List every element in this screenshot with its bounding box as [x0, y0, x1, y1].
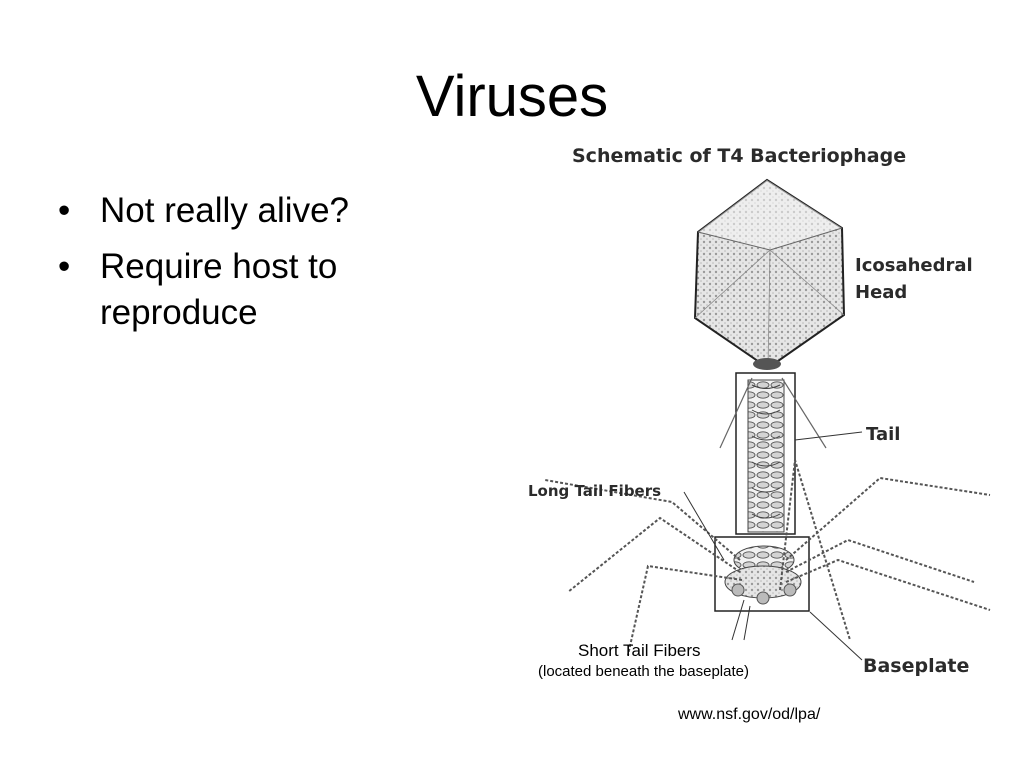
source-url: www.nsf.gov/od/lpa/: [678, 706, 821, 723]
slide-title: Viruses: [415, 64, 609, 129]
bullet-text: Not really alive?: [100, 191, 349, 230]
label-tail: Tail: [866, 424, 900, 445]
label-short-tail-fibers: Short Tail Fibers: [578, 641, 701, 660]
label-long-tail-fibers: Long Tail Fibers: [528, 482, 661, 500]
t4-bacteriophage-diagram: Schematic of T4 Bacteriophage: [510, 135, 1020, 695]
leader-lines: [683, 431, 863, 661]
long-tail-fibers: [544, 459, 991, 656]
baseplate-shape: [724, 545, 802, 605]
bullet-dot-icon: •: [58, 247, 71, 286]
icosahedral-head-shape: [693, 178, 846, 370]
label-baseplate: Baseplate: [863, 655, 969, 677]
baseplate-box: [714, 536, 810, 612]
diagram-title: Schematic of T4 Bacteriophage: [572, 145, 906, 167]
bullet-dot-icon: •: [58, 191, 71, 230]
tail-sheath: [747, 379, 785, 533]
bullet-item: • Not really alive?: [58, 188, 418, 234]
label-icosahedral-head-line1: Icosahedral: [855, 255, 973, 276]
label-short-tail-fibers-note: (located beneath the baseplate): [538, 663, 749, 680]
tail-box: [735, 372, 796, 535]
label-icosahedral-head-line2: Head: [855, 282, 907, 303]
bullet-item: • Require host to reproduce: [58, 244, 418, 336]
bullet-list: • Not really alive? • Require host to re…: [58, 188, 418, 346]
bullet-text: Require host to reproduce: [100, 247, 338, 332]
